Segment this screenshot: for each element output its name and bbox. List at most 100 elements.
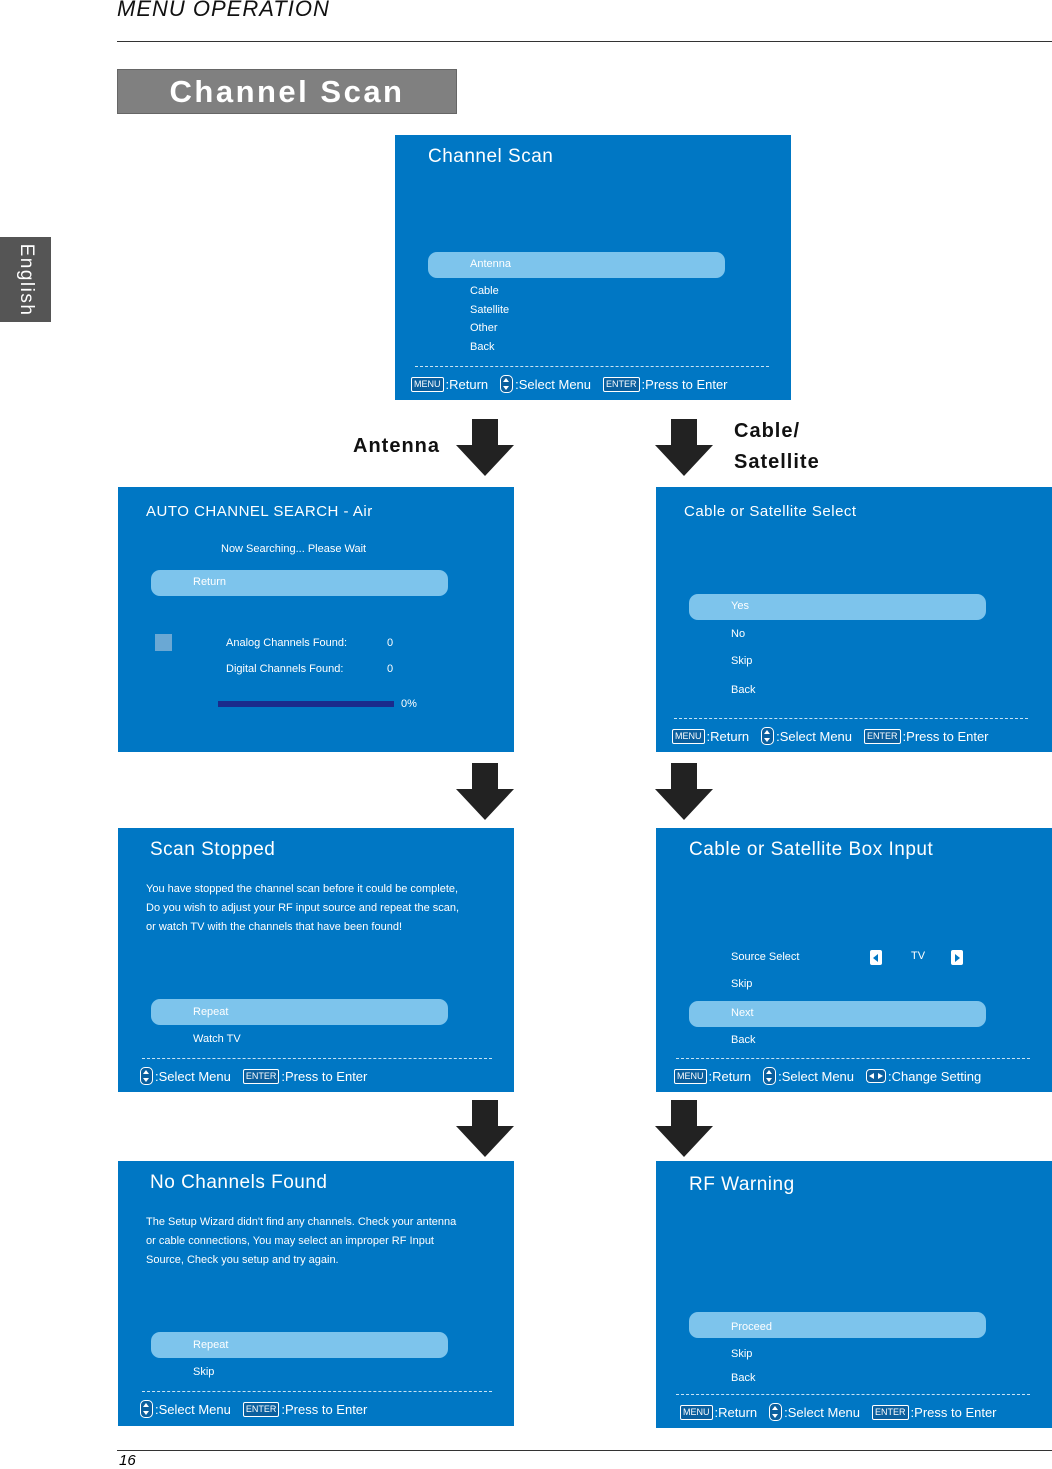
- menu-highlight: [151, 570, 448, 596]
- left-arrow-icon[interactable]: [870, 950, 882, 965]
- menu-item-back[interactable]: Back: [731, 1372, 756, 1384]
- footer-hints: MENU:Return :Select Menu ENTER:Press to …: [680, 1403, 997, 1421]
- screen-title: AUTO CHANNEL SEARCH - Air: [146, 503, 373, 520]
- menu-highlight: [428, 252, 725, 278]
- down-arrow-icon: [456, 419, 514, 476]
- enter-key-icon: ENTER: [242, 1401, 280, 1417]
- screen-title: No Channels Found: [150, 1172, 328, 1193]
- message-line: or cable connections, You may select an …: [146, 1235, 434, 1247]
- down-arrow-icon: [655, 419, 713, 476]
- enter-hint: :Press to Enter: [281, 1068, 368, 1084]
- menu-highlight: [689, 1001, 986, 1027]
- message-line: or watch TV with the channels that have …: [146, 921, 403, 933]
- down-arrow-icon: [456, 763, 514, 820]
- select-hint: :Select Menu: [515, 376, 592, 392]
- flow-label-line: Cable/: [734, 420, 801, 442]
- menu-item-back[interactable]: Back: [731, 684, 756, 696]
- screen-title: Cable or Satellite Select: [684, 503, 857, 520]
- return-hint: :Return: [714, 1404, 758, 1420]
- menu-item-skip[interactable]: Skip: [731, 978, 753, 990]
- analog-label: Analog Channels Found:: [226, 637, 348, 649]
- no-channels-screen: No Channels Found The Setup Wizard didn'…: [118, 1161, 514, 1426]
- screen-title: Channel Scan: [428, 146, 554, 167]
- enter-hint: :Press to Enter: [902, 728, 989, 744]
- footer-hints: MENU:Return :Select Menu :Change Setting: [674, 1067, 981, 1085]
- menu-item-back[interactable]: Back: [731, 1034, 756, 1046]
- footer-hints: MENU:Return :Select Menu ENTER:Press to …: [672, 727, 989, 745]
- up-down-icon: [500, 375, 514, 393]
- progress-text: 0%: [401, 698, 417, 710]
- change-hint: :Change Setting: [888, 1068, 982, 1084]
- source-select-value[interactable]: TV: [911, 950, 926, 962]
- scan-stopped-screen: Scan Stopped You have stopped the channe…: [118, 828, 514, 1092]
- screen-title: Cable or Satellite Box Input: [689, 839, 934, 860]
- rf-warning-screen: RF Warning Proceed Skip Back MENU:Return…: [656, 1161, 1052, 1428]
- menu-item-cable[interactable]: Cable: [470, 285, 499, 297]
- menu-item-no[interactable]: No: [731, 628, 746, 640]
- menu-item-next[interactable]: Next: [731, 1007, 754, 1019]
- section-header: MENU OPERATION: [117, 0, 330, 21]
- analog-value: 0: [387, 637, 394, 649]
- menu-item-repeat[interactable]: Repeat: [193, 1006, 229, 1018]
- divider: [415, 366, 769, 367]
- menu-key-icon: MENU: [672, 728, 705, 744]
- menu-item-satellite[interactable]: Satellite: [470, 304, 510, 316]
- footer-hints: MENU:Return :Select Menu ENTER:Press to …: [411, 375, 728, 393]
- left-right-icon: [866, 1069, 887, 1083]
- menu-item-return[interactable]: Return: [193, 576, 227, 588]
- menu-highlight: [151, 999, 448, 1025]
- return-hint: :Return: [708, 1068, 752, 1084]
- footer-rule: [117, 1450, 1052, 1451]
- enter-key-icon: ENTER: [872, 1404, 909, 1420]
- down-arrow-icon: [456, 1100, 514, 1157]
- enter-key-icon: ENTER: [603, 376, 640, 392]
- screen-title: Scan Stopped: [150, 839, 276, 860]
- footer-hints: :Select Menu ENTER:Press to Enter: [140, 1400, 367, 1418]
- menu-item-back[interactable]: Back: [470, 341, 495, 353]
- enter-hint: :Press to Enter: [910, 1404, 997, 1420]
- select-hint: :Select Menu: [784, 1404, 861, 1420]
- menu-item-other[interactable]: Other: [470, 322, 498, 334]
- up-down-icon: [761, 727, 775, 745]
- page-title: Channel Scan: [117, 69, 457, 114]
- select-hint: :Select Menu: [778, 1068, 855, 1084]
- flow-label-line: Satellite: [734, 451, 820, 473]
- menu-item-skip[interactable]: Skip: [731, 655, 753, 667]
- divider: [674, 718, 1028, 719]
- divider: [142, 1391, 492, 1392]
- menu-key-icon: MENU: [680, 1404, 713, 1420]
- enter-hint: :Press to Enter: [641, 376, 728, 392]
- down-arrow-icon: [655, 1100, 713, 1157]
- cable-select-screen: Cable or Satellite Select Yes No Skip Ba…: [656, 487, 1052, 752]
- menu-item-skip[interactable]: Skip: [731, 1348, 753, 1360]
- menu-highlight: [689, 1312, 986, 1338]
- menu-item-yes[interactable]: Yes: [731, 600, 749, 612]
- enter-hint: :Press to Enter: [281, 1401, 368, 1417]
- flow-label-antenna: Antenna: [353, 435, 440, 457]
- menu-highlight: [689, 594, 986, 620]
- menu-item-skip[interactable]: Skip: [193, 1366, 215, 1378]
- down-arrow-icon: [655, 763, 713, 820]
- menu-item-watch-tv[interactable]: Watch TV: [193, 1033, 241, 1045]
- screen-title: RF Warning: [689, 1174, 795, 1195]
- footer-hints: :Select Menu ENTER:Press to Enter: [140, 1067, 367, 1085]
- return-hint: :Return: [706, 728, 750, 744]
- divider: [676, 1394, 1030, 1395]
- digital-value: 0: [387, 663, 394, 675]
- up-down-icon: [769, 1403, 783, 1421]
- menu-item-repeat[interactable]: Repeat: [193, 1339, 229, 1351]
- language-tab: English: [0, 237, 51, 322]
- language-tab-label: English: [15, 243, 37, 316]
- right-arrow-icon[interactable]: [951, 950, 963, 965]
- menu-item-antenna[interactable]: Antenna: [470, 258, 511, 270]
- message-line: Source, Check you setup and try again.: [146, 1254, 339, 1266]
- auto-search-screen: AUTO CHANNEL SEARCH - Air Now Searching.…: [118, 487, 514, 752]
- up-down-icon: [140, 1067, 153, 1085]
- divider: [142, 1058, 492, 1059]
- channel-scan-screen: Channel Scan Antenna Cable Satellite Oth…: [395, 135, 791, 400]
- menu-item-proceed[interactable]: Proceed: [731, 1321, 772, 1333]
- source-select-label: Source Select: [731, 951, 800, 963]
- message-line: The Setup Wizard didn't find any channel…: [146, 1216, 457, 1228]
- menu-key-icon: MENU: [411, 376, 444, 392]
- enter-key-icon: ENTER: [864, 728, 901, 744]
